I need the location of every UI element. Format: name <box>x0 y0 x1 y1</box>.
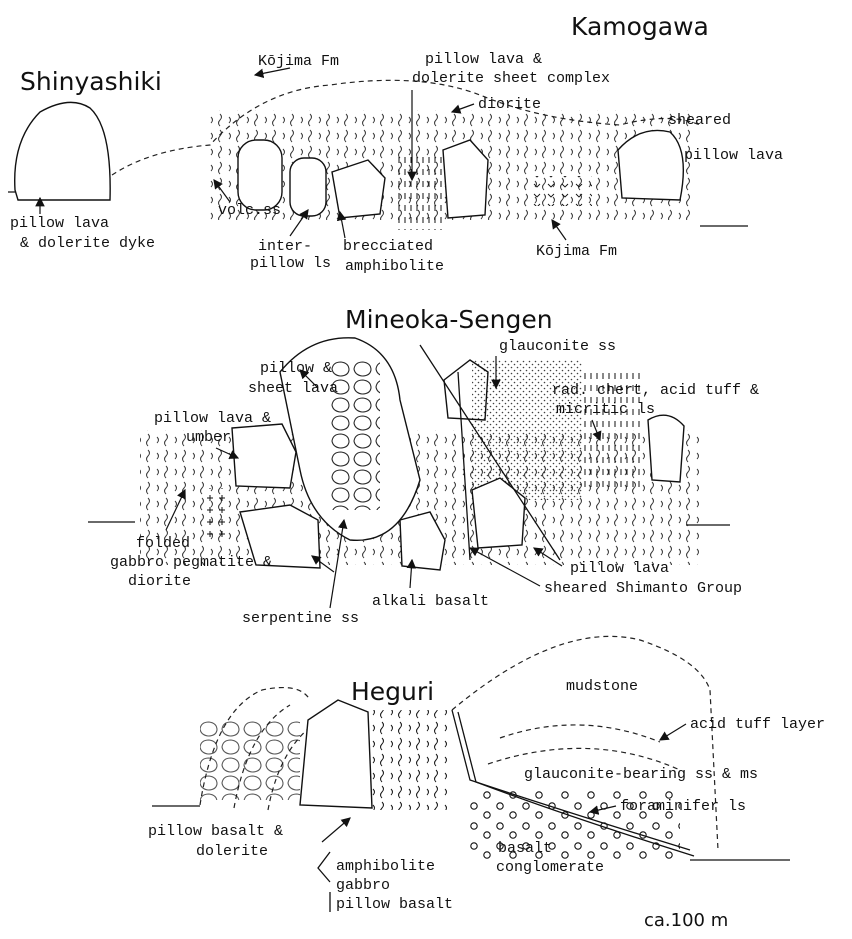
kamogawa-pillow-block <box>443 140 488 218</box>
volc-ss-label: volc.ss <box>218 202 281 219</box>
kamogawa-section: Kamogawa Shinyashiki Kōjima Fm pillow la… <box>8 12 783 275</box>
gabbro-pegmatite-label: gabbro pegmatite & <box>110 554 272 571</box>
sheared-pillow-lava-label: pillow lava <box>684 147 783 164</box>
kojima-bottom-arrow <box>552 220 566 240</box>
sheet-complex-label-2: dolerite sheet complex <box>412 70 610 87</box>
acid-tuff-layer-line <box>500 725 660 742</box>
sheared-pillow-block <box>618 130 683 200</box>
serpentine-label: serpentine ss <box>242 610 359 627</box>
gabbro-pattern <box>206 488 228 538</box>
heguri-title: Heguri <box>351 677 434 706</box>
pillow-sheet-label-1: pillow & <box>260 360 332 377</box>
pillow-basalt-label-1: pillow basalt & <box>148 823 283 840</box>
glauconite-ss-label: glauconite ss <box>499 338 616 355</box>
heguri-pillow-basalt-block <box>300 700 372 808</box>
amphibolite-label-2: amphibolite <box>336 858 435 875</box>
mineoka-title: Mineoka-Sengen <box>345 305 553 334</box>
chert-label-2: micritic ls <box>556 401 655 418</box>
folded-label: folded <box>136 535 190 552</box>
diorite-label-2: diorite <box>128 573 191 590</box>
amphibolite-arrow <box>322 818 350 842</box>
acid-tuff-arrow <box>660 724 686 740</box>
brecciated-label: brecciated <box>343 238 433 255</box>
glauconite-ss-zone <box>472 360 582 500</box>
interpillow-block <box>290 158 326 216</box>
kamogawa-title: Kamogawa <box>571 12 709 41</box>
kojima-fm-label-top: Kōjima Fm <box>258 53 339 70</box>
alkali-basalt-label: alkali basalt <box>372 593 489 610</box>
amphibolite-label: amphibolite <box>345 258 444 275</box>
pillow-basalt-label-3: pillow basalt <box>336 896 453 913</box>
pillow-sheet-label-2: sheet lava <box>248 380 338 397</box>
sheet-complex-label-1: pillow lava & <box>425 51 542 68</box>
heguri-left-pillows <box>200 720 300 800</box>
right-pillow-block <box>648 415 684 482</box>
kojima-fm-pattern <box>532 176 592 206</box>
shimanto-group-label: sheared Shimanto Group <box>544 580 742 597</box>
interpillow-label-2: pillow ls <box>250 255 331 272</box>
conglomerate-label: conglomerate <box>496 859 604 876</box>
diorite-label: diorite <box>478 96 541 113</box>
sheared-label: sheared <box>668 112 731 129</box>
pillow-umber-label-1: pillow lava & <box>154 410 271 427</box>
dolerite-dyke-label: & dolerite dyke <box>20 235 155 252</box>
chert-label-1: rad. chert, acid tuff & <box>552 382 759 399</box>
sheet-complex <box>398 152 442 230</box>
shinyashiki-title: Shinyashiki <box>20 67 162 96</box>
pillow-basalt-label-2: dolerite <box>196 843 268 860</box>
pillow-umber-label-2: umber <box>186 429 231 446</box>
scale-label: ca.100 m <box>644 910 728 931</box>
pillow-lava-label-2: pillow lava <box>570 560 669 577</box>
interpillow-label-1: inter- <box>258 238 312 255</box>
heguri-brace <box>318 852 330 912</box>
basalt-label: basalt <box>498 840 552 857</box>
foraminifer-ls-label: foraminifer ls <box>620 798 746 815</box>
gabbro-label: gabbro <box>336 877 390 894</box>
kamogawa-ovoid-block <box>238 140 282 210</box>
mineoka-section: Mineoka-Sengen pillow & sheet lava glauc… <box>88 305 759 627</box>
kojima-fm-label-bottom: Kōjima Fm <box>536 243 617 260</box>
glauconite-bearing-label: glauconite-bearing ss & ms <box>524 766 758 783</box>
pillow-umber-block <box>232 424 296 488</box>
heguri-section: Heguri mudstone acid tuff layer glauconi… <box>148 636 825 913</box>
shinyashiki-pillow-lava-label: pillow lava <box>10 215 109 232</box>
acid-tuff-label: acid tuff layer <box>690 716 825 733</box>
shinyashiki-pillow-body <box>15 102 110 200</box>
brecciated-block <box>332 160 385 218</box>
heguri-amphibolite-zone <box>372 710 452 810</box>
mudstone-label: mudstone <box>566 678 638 695</box>
